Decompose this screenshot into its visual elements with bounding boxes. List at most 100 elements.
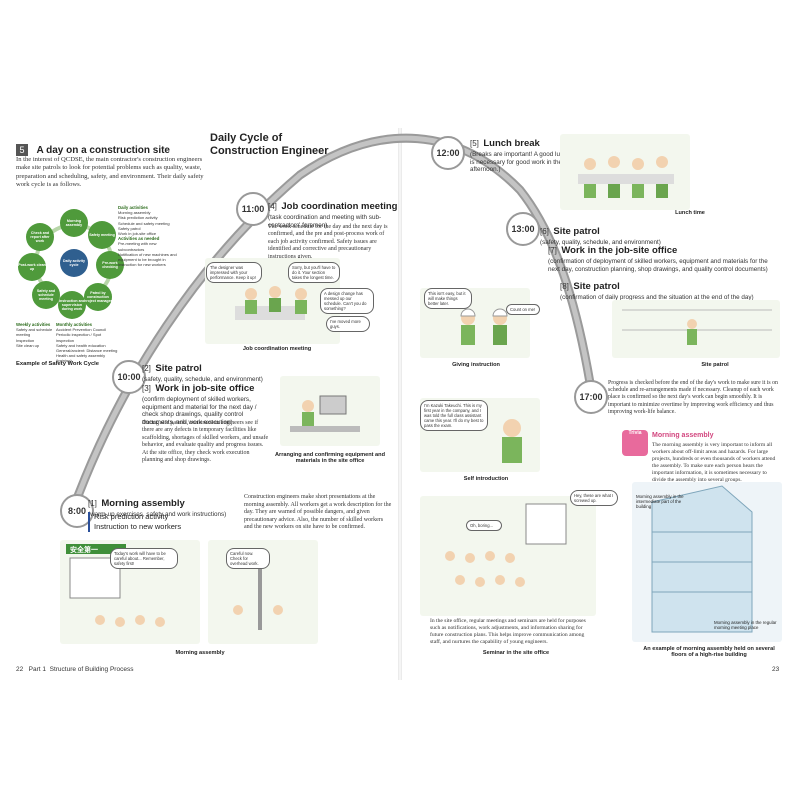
- page-number-left: 22: [16, 666, 24, 673]
- book-spine: [398, 128, 402, 680]
- section-header: 5 A day on a construction site: [16, 140, 170, 158]
- instruction-scene: [460, 308, 508, 345]
- seminar-scene: [445, 503, 567, 587]
- daily-activities-list: Daily activities Morning assembly Risk p…: [118, 205, 178, 267]
- speech-bubble: The designer was impressed with your per…: [206, 262, 262, 283]
- cycle-node: Post-work clean up: [18, 253, 46, 281]
- monthly-title: Monthly activities: [56, 322, 93, 327]
- step-number: [4]: [268, 202, 277, 211]
- highrise-illustration: [632, 482, 782, 642]
- step-title: Work in job-site office: [155, 383, 255, 394]
- step-subtitle: (Breaks are important! A good lunch is n…: [470, 151, 571, 174]
- step-subtitle: (task coordination and meeting with sub-…: [268, 214, 382, 229]
- speech-bubble: Careful now. Check for overhead work.: [226, 548, 270, 569]
- caption-morning: Morning assembly: [175, 650, 225, 656]
- step-title: Site patrol: [573, 281, 620, 292]
- speech-bubble: Hey, these are what I screwed up.: [570, 490, 618, 506]
- trivia-badge: Trivia: [622, 430, 648, 456]
- arranging-illustration: [280, 376, 380, 446]
- as-needed-item: Pre-meeting with new subcontractors: [118, 241, 157, 252]
- speech-bubble: Oh, boring...: [466, 520, 502, 531]
- monthly-item: General/ancient: Distance meeting: [56, 348, 118, 354]
- meeting-scene: [235, 286, 307, 320]
- new-worker-instruction-label: Instruction to new workers: [94, 522, 182, 531]
- step-title: Site patrol: [553, 226, 600, 237]
- lunch-scene: [578, 156, 674, 198]
- caption-lunch: Lunch time: [675, 210, 705, 216]
- cycle-node: Check and report after work: [26, 223, 54, 251]
- part-label: Part 1: [28, 666, 46, 673]
- monthly-item: Health and safety assembly (training): [56, 353, 106, 364]
- page-number-right: 23: [772, 666, 780, 673]
- step-number: [3]: [142, 384, 151, 393]
- weekly-item: Site clean up: [16, 342, 40, 348]
- time-marker-13: 13:00: [506, 212, 540, 246]
- part-title: Structure of Building Process: [49, 666, 134, 673]
- step-site-patrol-1: [2] Site patrol (safety, quality, schedu…: [142, 358, 382, 384]
- daily-item: Schedule and safety meeting: [118, 220, 170, 226]
- step-patrol-text: During site patrols, construction engine…: [142, 420, 269, 464]
- step-extras: Risk prediction activity Instruction to …: [94, 512, 181, 532]
- cycle-node: Pre-work checking: [96, 251, 124, 279]
- step-evening-text: Progress is checked before the end of th…: [608, 380, 778, 415]
- step-number: [2]: [142, 364, 151, 373]
- step-site-patrol-3: [8] Site patrol (confirmation of daily p…: [560, 276, 780, 302]
- daily-activities-title: Daily activities: [118, 205, 148, 210]
- caption-highrise: An example of morning assembly held on s…: [643, 646, 775, 658]
- monthly-activities-list: Monthly activities Accident Prevention C…: [56, 322, 120, 364]
- speech-bubble: Count on me!: [506, 304, 540, 315]
- step-job-site-office-2: [7] Work in the job-site office (confirm…: [548, 240, 780, 273]
- caption-self-intro: Self introduction: [463, 476, 509, 482]
- site-patrol-illustration: [612, 300, 780, 358]
- trivia-text: The morning assembly is very important t…: [652, 442, 776, 483]
- time-marker-17: 17:00: [574, 380, 608, 414]
- step-subtitle: (safety, quality, schedule, and environm…: [540, 239, 661, 246]
- footer-left: 22 Part 1 Structure of Building Process: [16, 666, 133, 673]
- step-subtitle: (confirm deployment of skilled workers, …: [142, 396, 257, 426]
- weekly-item: Safety and schedule meeting: [16, 327, 53, 338]
- emphasis-bar: [88, 512, 90, 532]
- section-number: 5: [16, 144, 28, 156]
- daily-item: Risk prediction activity: [118, 215, 158, 221]
- monthly-item: Periodic inspection / Spot inspection: [56, 332, 102, 343]
- as-needed-title: Activities as needed: [118, 236, 160, 242]
- cycle-caption: Example of Safety Work Cycle: [16, 361, 100, 367]
- morning-scene-2: [233, 550, 283, 630]
- step-number: [7]: [548, 246, 557, 255]
- speech-bubble: I've moved more guys.: [326, 316, 370, 332]
- time-marker-11: 11:00: [236, 192, 270, 226]
- cycle-node: Safety and schedule meeting: [32, 281, 60, 309]
- safety-first-banner: 安全第一: [70, 547, 98, 554]
- section-intro: In the interest of QCDSE, the main contr…: [16, 156, 204, 189]
- time-marker-10: 10:00: [112, 360, 146, 394]
- step-number: [8]: [560, 282, 569, 291]
- time-marker-12: 12:00: [431, 136, 465, 170]
- step-morning-text: Construction engineers make short presen…: [244, 494, 392, 531]
- highrise-scene: [651, 485, 753, 633]
- lunch-illustration: [560, 134, 690, 210]
- cycle-node: Patrol by construction project manager: [84, 283, 112, 311]
- caption-arranging: Arranging and confirming equipment and m…: [274, 452, 385, 464]
- caption-job-meeting: Job coordination meeting: [242, 346, 312, 352]
- caption-seminar: Seminar in the site office: [482, 650, 550, 656]
- section-title: A day on a construction site: [36, 145, 170, 156]
- monthly-item: Accident Prevention Council: [56, 327, 107, 333]
- speech-bubble: I'm Kazuki Takeuchi. This is my first ye…: [420, 400, 488, 431]
- time-marker-8: 8:00: [60, 494, 94, 528]
- step-subtitle: (warm-up exercises, safety and work inst…: [88, 511, 227, 518]
- label-regular-place: Morning assembly in the regular morning …: [714, 620, 777, 631]
- step-title: Lunch break: [483, 138, 540, 149]
- risk-prediction-label: Risk prediction activity: [94, 512, 169, 521]
- speech-bubble: A design change has messed up our schedu…: [320, 288, 374, 314]
- weekly-item: Inspection: [16, 337, 35, 343]
- as-needed-item: Notification of new machines and equipme…: [118, 251, 177, 263]
- caption-site-patrol: Site patrol: [701, 362, 729, 368]
- step-title: Morning assembly: [101, 498, 185, 509]
- step-title: Job coordination meeting: [281, 201, 398, 212]
- cycle-node: Morning assembly: [60, 209, 88, 237]
- as-needed-item: Instruction for new workers: [118, 262, 166, 268]
- patrol-scene: [622, 309, 772, 345]
- seminar-text: In the site office, regular meetings and…: [430, 618, 586, 645]
- cycle-node: Instruction and supervision during work: [58, 291, 86, 319]
- weekly-activities-list: Weekly activities Safety and schedule me…: [16, 322, 56, 348]
